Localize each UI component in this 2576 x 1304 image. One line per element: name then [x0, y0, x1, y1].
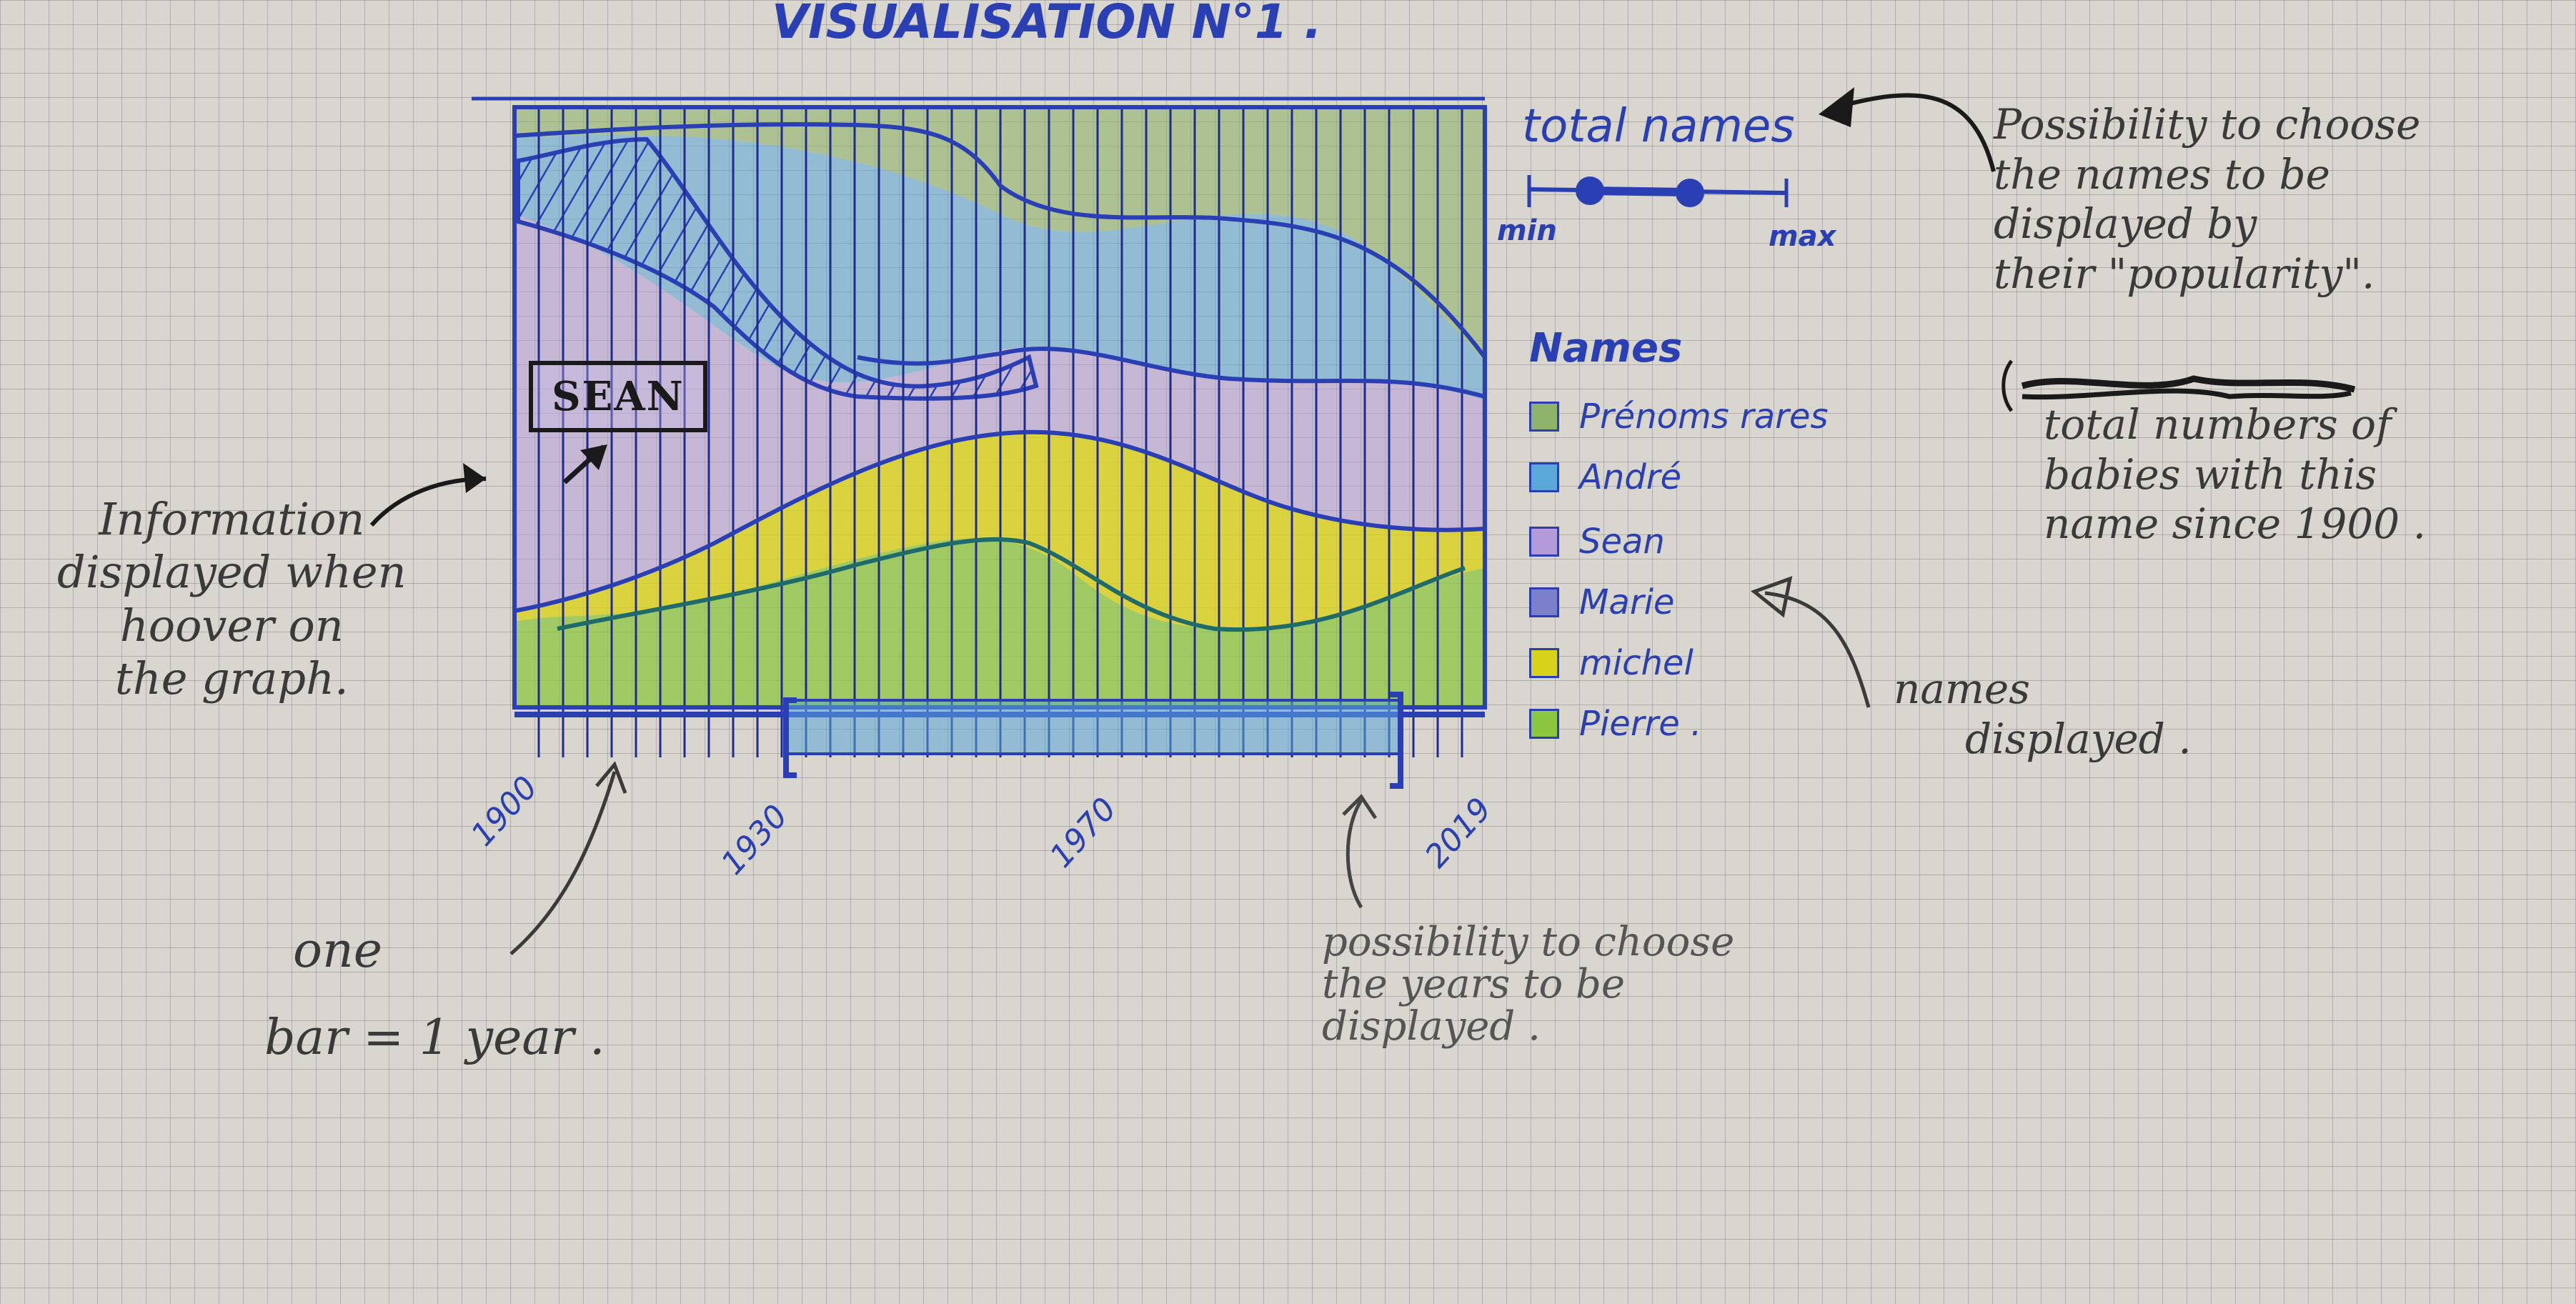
legend-label: michel: [1579, 643, 1694, 683]
annotation-line: possibility to choose: [1322, 919, 1735, 965]
legend-label: André: [1579, 457, 1681, 497]
slider-min-label: min: [1497, 214, 1557, 247]
arrow-popularity: [1836, 93, 1996, 172]
annotation-line: displayed by: [1994, 199, 2257, 249]
legend-title: Names: [1529, 325, 1683, 372]
slider-title: total names: [1522, 100, 1795, 153]
annotation-popularity: Possibility to choose the names to be di…: [1994, 100, 2420, 299]
legend-swatch[interactable]: [1529, 402, 1559, 432]
year-range-selector: [785, 699, 1402, 755]
legend-item[interactable]: Prénoms rares: [1529, 397, 1828, 437]
legend-swatch[interactable]: [1529, 587, 1559, 617]
year-bars: [537, 107, 1463, 757]
annotation-line: displayed .: [1965, 714, 2192, 763]
line-andre: [857, 347, 1486, 399]
line-sean: [514, 429, 1486, 613]
range-handle-end: [1390, 692, 1403, 789]
legend-swatch[interactable]: [1529, 527, 1559, 557]
tooltip-label: SEAN: [552, 373, 685, 420]
legend-label: Pierre .: [1579, 704, 1702, 744]
legend-item[interactable]: André: [1529, 457, 1681, 497]
legend-label: Marie: [1579, 582, 1675, 622]
annotation-line: one: [293, 922, 382, 979]
annotation-years: possibility to choose the years to be di…: [1322, 919, 1735, 1050]
annotation-line: displayed .: [1322, 1002, 1541, 1050]
annotation-line: hoover on: [119, 599, 344, 652]
legend-swatch[interactable]: [1529, 648, 1559, 678]
annotation-line: Information: [99, 493, 365, 545]
annotation-line: Possibility to choose: [1994, 100, 2421, 149]
legend-item[interactable]: Sean: [1529, 522, 1665, 562]
annotation-line: names: [1894, 665, 2031, 713]
annotation-line: the graph.: [114, 652, 349, 705]
legend-label: Sean: [1579, 522, 1665, 562]
legend-swatch[interactable]: [1529, 462, 1559, 492]
annotation-bar: one bar = 1 year .: [264, 907, 605, 1082]
arrow-years: [1346, 799, 1363, 909]
slider-handle-max: [1676, 179, 1704, 207]
legend-label: Prénoms rares: [1579, 397, 1829, 437]
arrow-names: [1764, 591, 1871, 708]
annotation-line: the names to be: [1994, 149, 2330, 199]
legend-item[interactable]: Pierre .: [1529, 704, 1701, 744]
range-handle-start: [783, 697, 797, 778]
line-rares: [514, 121, 1487, 359]
annotation-line: the years to be: [1322, 960, 1625, 1007]
legend-item[interactable]: michel: [1529, 643, 1694, 683]
annotation-names: names displayed .: [1894, 665, 2192, 764]
annotation-hover: Information displayed when hoover on the…: [57, 493, 407, 706]
legend-swatch[interactable]: [1529, 709, 1559, 739]
annotation-line: babies with this: [2044, 449, 2377, 499]
hover-tooltip: SEAN: [529, 361, 707, 432]
arrow-bar: [509, 771, 617, 955]
annotation-popularity-detail: total numbers of babies with this name s…: [2044, 400, 2426, 549]
page-title: VISUALISATION N°1 .: [772, 0, 1322, 49]
annotation-line: their "popularity".: [1994, 249, 2375, 298]
slider-max-label: max: [1769, 220, 1836, 253]
annotation-line: displayed when: [57, 546, 407, 599]
legend-item[interactable]: Marie: [1529, 582, 1674, 622]
annotation-line: bar = 1 year .: [264, 1010, 605, 1067]
annotation-line: total numbers of: [2044, 400, 2392, 449]
annotation-line: name since 1900 .: [2044, 499, 2427, 549]
slider-handle-min: [1576, 176, 1604, 205]
area-andre-hatch: [516, 136, 1039, 401]
line-michel: [557, 537, 1466, 632]
